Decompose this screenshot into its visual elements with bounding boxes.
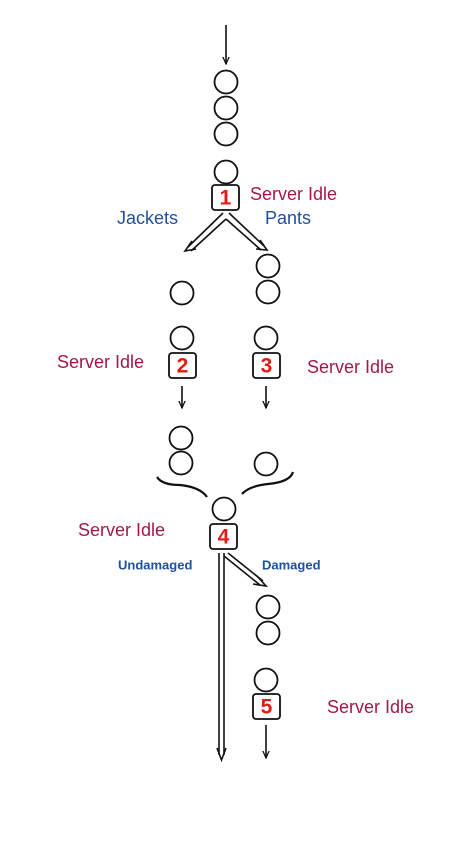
pants-route-arrow: [225, 212, 269, 251]
server-4-customer: [211, 496, 237, 522]
server-4-number: 4: [218, 526, 230, 549]
server-3-number: 3: [261, 355, 273, 378]
queue-5-customer: [255, 620, 281, 646]
queue-3-customer: [255, 279, 281, 305]
queue-4a-customer: [168, 450, 194, 476]
server-2-status-label: Server Idle: [57, 352, 144, 372]
queue-2-customer: [169, 280, 195, 306]
server-4-box: [209, 523, 238, 550]
flow-lines: [156, 25, 295, 763]
queue-1-customer: [213, 95, 239, 121]
queue-3-customer: [255, 253, 281, 279]
jackets-merge-guide: [156, 476, 208, 498]
damaged-route-arrow: [223, 552, 269, 588]
customer-queues: [168, 69, 281, 693]
server-2-customer: [169, 325, 195, 351]
server-2-number: 2: [177, 355, 189, 378]
server-3-customer: [253, 325, 279, 351]
server-1: 1: [211, 184, 240, 211]
server-3-status-label: Server Idle: [307, 357, 394, 377]
server-5-customer: [253, 667, 279, 693]
server-3-box: [252, 352, 281, 379]
server-1-customer: [213, 159, 239, 185]
server-1-box: [211, 184, 240, 211]
server-5: 5: [252, 693, 281, 720]
undamaged-branch-label: Undamaged: [118, 557, 192, 572]
queue-5-customer: [255, 594, 281, 620]
server-3: 3: [252, 352, 281, 379]
server-5-status-label: Server Idle: [327, 697, 414, 717]
server-4-status-label: Server Idle: [78, 520, 165, 540]
queue-1-customer: [213, 121, 239, 147]
queue-4b-customer: [253, 451, 279, 477]
server-1-status-label: Server Idle: [250, 184, 337, 204]
damaged-branch-label: Damaged: [262, 557, 321, 572]
server-2-box: [168, 352, 197, 379]
queue-1-customer: [213, 69, 239, 95]
server-1-number: 1: [220, 187, 232, 210]
pants-branch-label: Pants: [265, 208, 311, 228]
server-5-number: 5: [261, 696, 273, 719]
server-4: 4: [209, 523, 238, 550]
server-5-box: [252, 693, 281, 720]
jackets-route-arrow: [183, 212, 227, 253]
server-2: 2: [168, 352, 197, 379]
queue-4a-customer: [168, 425, 194, 451]
jackets-branch-label: Jackets: [117, 208, 178, 228]
pants-merge-guide: [241, 471, 295, 495]
undamaged-route-arrow: [216, 553, 227, 763]
